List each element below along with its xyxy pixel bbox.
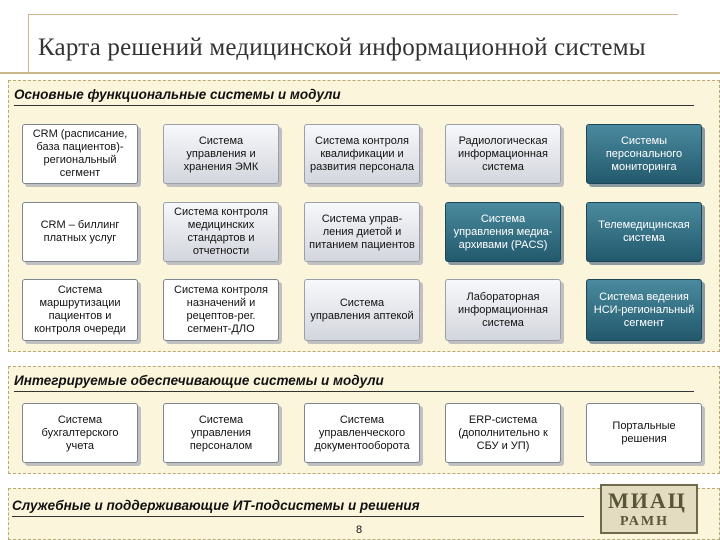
- title-frame-top: [28, 14, 678, 16]
- box-personal-monitoring: Системы персонального мониторинга: [586, 124, 702, 184]
- logo-text-bottom: РАМН: [620, 514, 669, 529]
- box-portal: Портальные решения: [586, 403, 702, 463]
- page-number: 8: [356, 524, 363, 536]
- title-frame-left: [28, 14, 29, 74]
- box-document-flow: Система управленческого документооборота: [304, 403, 420, 463]
- logo-text-top: МИАЦ: [608, 488, 687, 513]
- page-title: Карта решений медицинской информационной…: [38, 34, 646, 61]
- box-diet-management: Система управ-ления диетой и питанием па…: [304, 202, 420, 262]
- box-staff-qualification: Система контроля квалификации и развития…: [304, 124, 420, 184]
- box-nsi-regional: Система ведения НСИ-региональный сегмент: [586, 279, 702, 341]
- box-pharmacy: Система управления аптекой: [304, 279, 420, 341]
- box-crm-billing: CRM – биллинг платных услуг: [22, 202, 138, 262]
- box-radiology-system: Радиологическая информационная система: [445, 124, 561, 184]
- box-prescriptions-dlo: Система контроля назначений и рецептов-р…: [163, 279, 279, 341]
- box-erp: ERP-система (дополнительно к СБУ и УП): [445, 403, 561, 463]
- box-hr-management: Система управления персоналом: [163, 403, 279, 463]
- service-section-rule: [12, 516, 584, 517]
- title-rule: [0, 72, 720, 74]
- main-section-rule: [14, 105, 694, 106]
- box-telemedicine: Телемедицинская система: [586, 202, 702, 262]
- box-pacs: Система управления медиа-архивами (PACS): [445, 202, 561, 262]
- box-medical-standards: Система контроля медицинских стандартов …: [163, 202, 279, 262]
- box-accounting: Система бухгалтерского учета: [22, 403, 138, 463]
- integrated-section-label: Интегрируемые обеспечивающие системы и м…: [14, 373, 384, 388]
- box-laboratory: Лабораторная информационная система: [445, 279, 561, 341]
- integrated-section-rule: [14, 391, 694, 392]
- main-section-label: Основные функциональные системы и модули: [14, 87, 341, 102]
- miac-logo: МИАЦ РАМН: [600, 484, 698, 534]
- box-emk-system: Система управления и хранения ЭМК: [163, 124, 279, 184]
- box-patient-routing: Система маршрутизации пациентов и контро…: [22, 279, 138, 341]
- service-section-label: Служебные и поддерживающие ИТ-подсистемы…: [12, 498, 420, 513]
- box-crm-schedule: CRM (расписание, база пациентов)- регион…: [22, 124, 138, 184]
